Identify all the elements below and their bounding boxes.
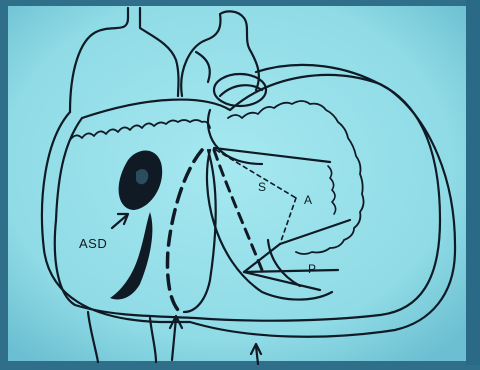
label-asd: ASD <box>79 236 107 251</box>
label-s: S <box>258 180 267 194</box>
label-p: P <box>308 262 317 276</box>
page-edge <box>466 0 480 365</box>
label-a: A <box>304 193 313 207</box>
